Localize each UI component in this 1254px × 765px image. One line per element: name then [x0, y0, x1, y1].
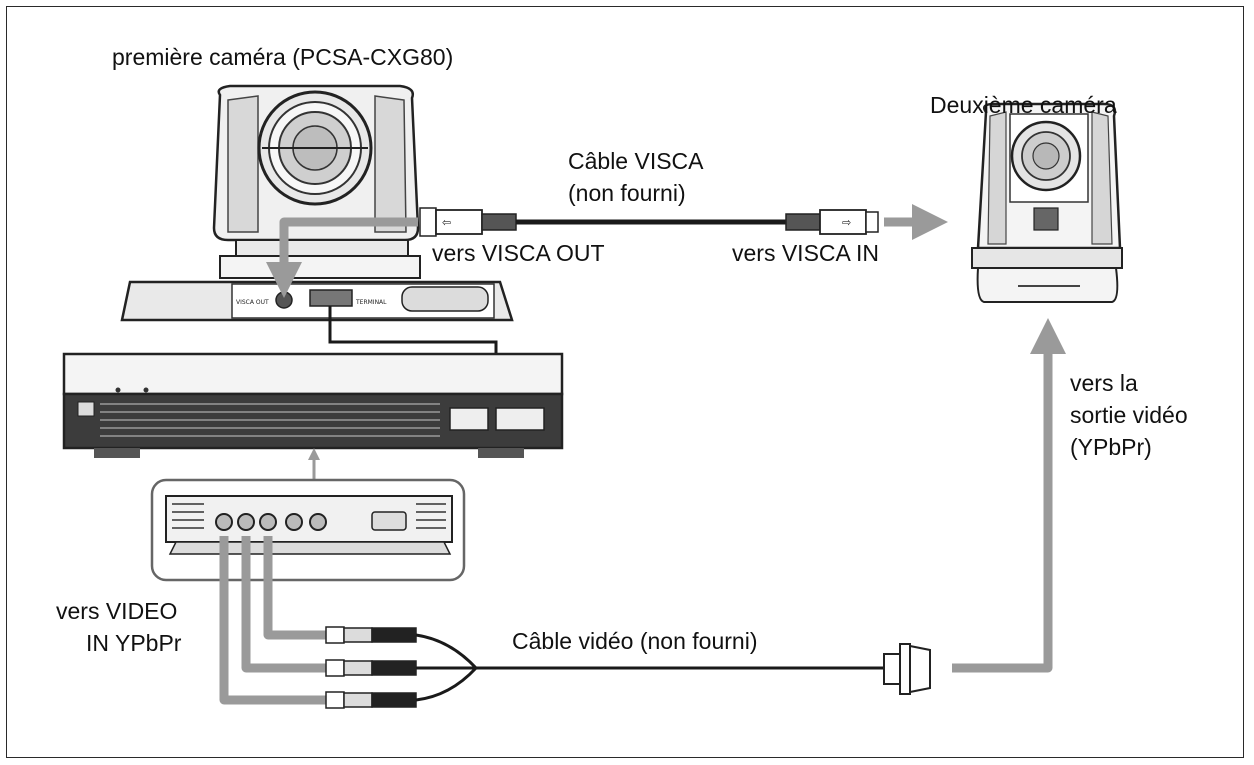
second-camera — [971, 102, 1123, 303]
svg-text:⇦: ⇦ — [442, 216, 451, 229]
visca-out-label: vers VISCA OUT — [432, 240, 605, 266]
first-camera: VISCA OUT TERMINAL — [120, 84, 514, 322]
video-in-label-line2: IN YPbPr — [86, 630, 182, 656]
svg-text:VISCA OUT: VISCA OUT — [236, 299, 269, 306]
visca-out-arrow — [266, 217, 418, 298]
visca-in-label: vers VISCA IN — [732, 240, 879, 266]
diagram-frame — [6, 6, 1244, 758]
visca-cable-label-line2: (non fourni) — [568, 180, 686, 206]
second-camera-label: Deuxième caméra — [930, 92, 1117, 118]
visca-cable-label-line1: Câble VISCA — [568, 148, 704, 174]
video-out-label-line3: (YPbPr) — [1070, 434, 1152, 460]
video-out-arrow — [952, 318, 1066, 673]
rear-panel — [150, 478, 466, 582]
visca-cable: ⇦ ⇨ — [419, 207, 879, 237]
video-cable-label: Câble vidéo (non fourni) — [512, 628, 758, 654]
video-cable — [325, 626, 931, 709]
svg-text:TERMINAL: TERMINAL — [355, 299, 387, 306]
interface-unit — [62, 352, 564, 458]
video-out-label-line2: sortie vidéo — [1070, 402, 1188, 428]
svg-text:⇨: ⇨ — [842, 216, 851, 229]
first-camera-label: première caméra (PCSA-CXG80) — [112, 44, 454, 70]
video-in-arrows — [219, 536, 330, 705]
camera-to-unit-cable — [328, 306, 498, 360]
video-out-label-line1: vers la — [1070, 370, 1138, 396]
video-in-label-line1: vers VIDEO — [56, 598, 178, 624]
